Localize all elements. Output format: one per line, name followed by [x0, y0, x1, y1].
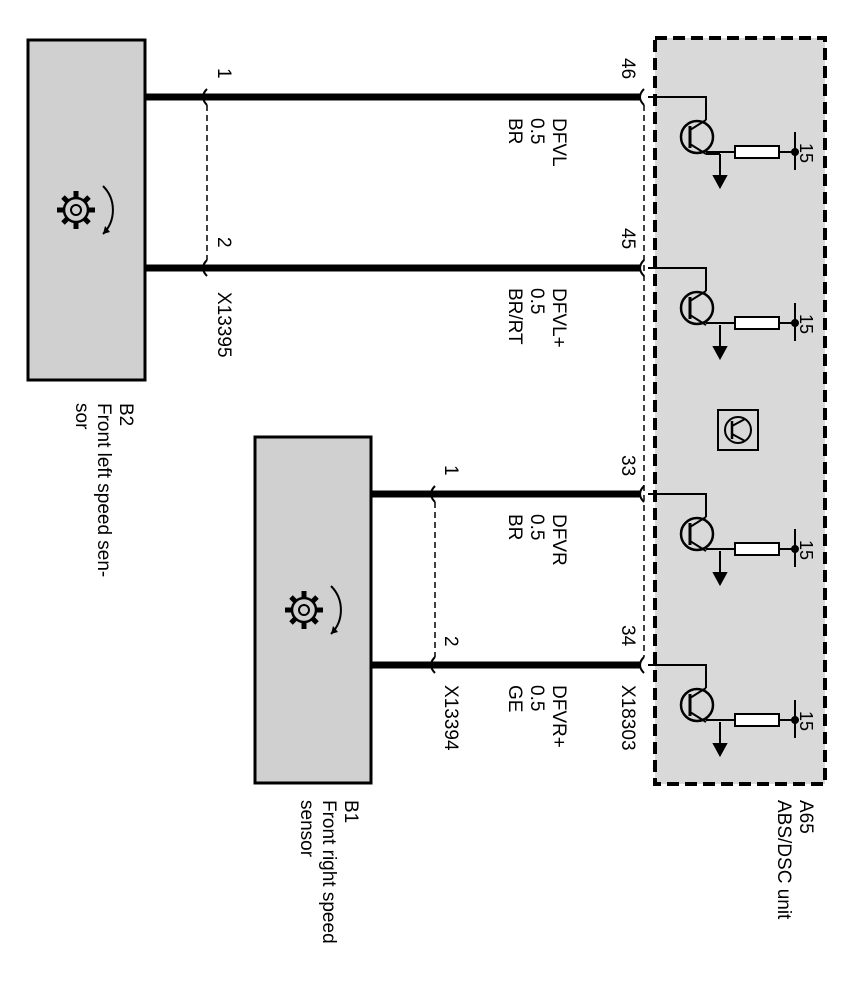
front-right-speed-sensor-box [253, 435, 373, 785]
pin-label-a65-46: 46 [617, 58, 638, 79]
right-sensor-gear-icon [285, 585, 342, 635]
wire-dfvl-plus-signal: DFVL+ [548, 288, 569, 348]
pin-label-b2-1: 1 [213, 68, 234, 79]
b1-name-line2: sensor [296, 800, 317, 858]
connector-x13394-label: X13394 [440, 685, 461, 751]
b2-name-line1: Front left speed sen- [93, 403, 114, 577]
pin-label-b1-2: 2 [440, 636, 461, 647]
wire-dfvr-plus-signal: DFVR+ [548, 685, 569, 748]
wires [145, 93, 640, 669]
terminal-15-label-4: 15 [796, 711, 816, 731]
connector-x13395-label: X13395 [213, 292, 234, 358]
wire-dfvr-plus-gauge: 0.5 [526, 685, 547, 711]
pin-label-b1-1: 1 [440, 465, 461, 476]
pin-label-a65-45: 45 [617, 228, 638, 249]
terminal-15-label-1: 15 [796, 143, 816, 163]
b1-ref: B1 [340, 800, 361, 823]
wire-dfvl-plus-gauge: 0.5 [526, 288, 547, 314]
a65-name: ABS/DSC unit [773, 800, 794, 920]
terminal-15-label-2: 15 [796, 314, 816, 334]
front-left-speed-sensor-box [26, 38, 147, 382]
connector-pins [202, 88, 645, 674]
wire-dfvr-gauge: 0.5 [526, 514, 547, 540]
b2-ref: B2 [115, 403, 136, 426]
b2-name-line2: sor [71, 403, 92, 430]
transistor-symbol-icon [717, 409, 759, 451]
wire-dfvr-signal: DFVR [548, 514, 569, 566]
wire-dfvl-signal: DFVL [548, 118, 569, 167]
a65-ref: A65 [795, 800, 816, 834]
wire-dfvl-color: BR [504, 118, 525, 144]
transistor-stages [648, 96, 799, 758]
pin-label-a65-33: 33 [617, 455, 638, 476]
wire-dfvr-plus-color: GE [504, 685, 525, 712]
pin-label-b2-2: 2 [213, 237, 234, 248]
wire-dfvl-gauge: 0.5 [526, 118, 547, 144]
terminal-15-label-3: 15 [796, 540, 816, 560]
connector-x18303-label: X18303 [617, 685, 638, 751]
left-sensor-gear-icon [57, 185, 114, 235]
pin-label-a65-34: 34 [617, 625, 638, 647]
wire-dfvl-plus-color: BR/RT [504, 288, 525, 345]
b1-name-line1: Front right speed [318, 800, 339, 944]
connector-housings [206, 105, 645, 657]
wire-dfvr-color: BR [504, 514, 525, 540]
